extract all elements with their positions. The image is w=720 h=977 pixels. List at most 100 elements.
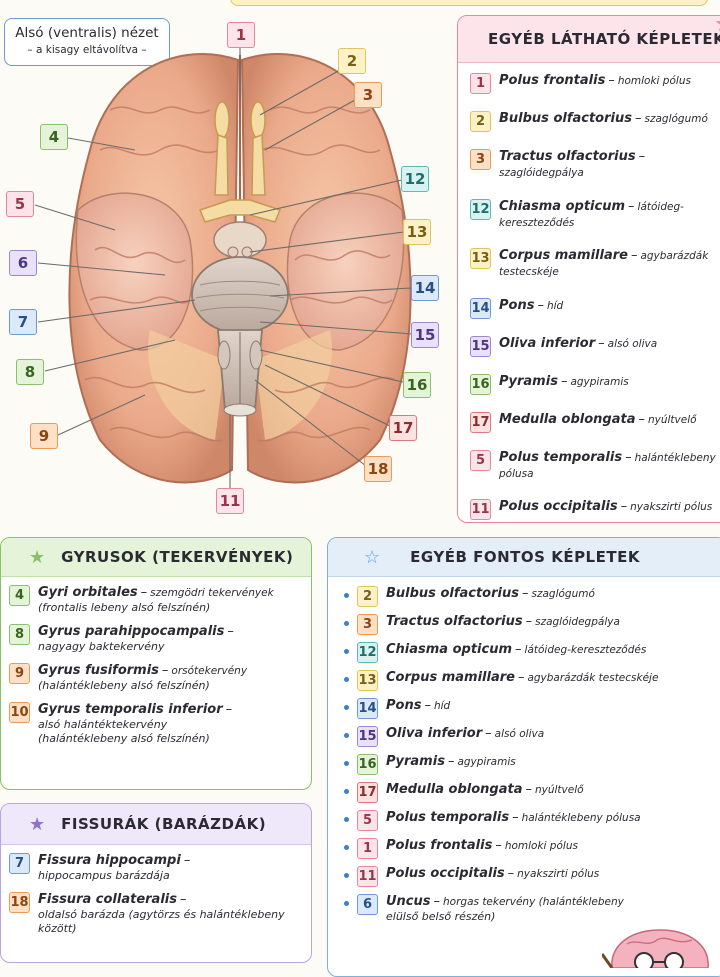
item-latin-name: Polus occipitalis	[499, 499, 618, 514]
item-number: 5	[357, 810, 378, 831]
item-latin-name: Polus frontalis	[499, 73, 606, 88]
dash: –	[179, 892, 187, 907]
item-latin-name: Oliva inferior	[499, 335, 596, 351]
bullet-dot	[344, 845, 349, 850]
item-number: 1	[470, 73, 491, 94]
item-latin-name: Tractus olfactorius	[499, 149, 636, 164]
item-latin-name: Pyramis	[386, 754, 445, 769]
item-latin-name: Medulla oblongata	[386, 782, 523, 797]
item-number: 17	[357, 782, 378, 803]
dash: –	[521, 586, 529, 601]
item-latin-name: Gyrus parahippocampalis	[38, 624, 225, 639]
item-line: Bulbus olfactorius–szaglógumó	[499, 111, 708, 127]
item-extra-line: oldalsó barázda (agytörzs és halántékleb…	[38, 908, 285, 922]
item-line: Corpus mamillare–agybarázdák testecskéje	[499, 248, 720, 281]
item-line: Chiasma opticum–látóideg-kereszteződés	[386, 642, 646, 658]
item-text: Corpus mamillare–agybarázdák testecskéje	[499, 248, 720, 281]
item-line: Pons–híd	[386, 698, 450, 714]
callout-12: 12	[401, 166, 429, 192]
item-latin-name: Polus frontalis	[386, 838, 493, 853]
dash: –	[608, 73, 615, 88]
callout-6: 6	[9, 250, 37, 276]
item-latin-name: Pyramis	[499, 373, 558, 389]
item-line: Fissura collateralis–	[38, 892, 285, 908]
item-number: 12	[470, 198, 491, 220]
item-extra-line: elülső belső részén)	[386, 910, 496, 924]
item-latin-name: Fissura collateralis	[38, 892, 177, 907]
bullet-dot	[344, 733, 349, 738]
item-line: Tractus olfactorius–szaglóidegpálya	[499, 149, 720, 182]
item-latin-name: Bulbus olfactorius	[386, 586, 519, 601]
item-hungarian-name: szaglóidegpálya	[499, 167, 584, 180]
item-line: Gyrus fusiformis–orsótekervény	[38, 663, 247, 679]
item-text: Bulbus olfactorius–szaglógumó	[386, 586, 595, 602]
item-text: Gyrus temporalis inferior–alsó halántékt…	[38, 702, 235, 746]
item-hungarian-name: agybarázdák testecskéje	[499, 250, 709, 279]
item-hungarian-name: orsótekervény	[171, 665, 248, 677]
dash: –	[140, 585, 148, 600]
item-hungarian-name: híd	[433, 700, 451, 712]
dash: –	[625, 449, 632, 465]
item-number: 14	[470, 297, 491, 319]
item-text: Medulla oblongata–nyúltvelő	[499, 412, 697, 428]
dash: –	[495, 838, 502, 853]
item-hungarian-name: nyakszirti pólus	[517, 868, 600, 880]
star-icon: ★	[29, 813, 46, 835]
visible-panel-title: EGYÉB LÁTHATÓ KÉPLETEK	[488, 30, 720, 48]
item-line: Oliva inferior–alsó oliva	[386, 726, 544, 742]
item-number: 11	[470, 499, 491, 520]
item-line: Polus frontalis–homloki pólus	[499, 73, 691, 89]
item-line: Pons–híd	[499, 298, 563, 314]
dash: –	[424, 698, 431, 713]
item-text: Gyrus fusiformis–orsótekervény(halántékl…	[38, 663, 247, 693]
list-item: 14 Pons–híd	[470, 297, 720, 319]
item-text: Tractus olfactorius–szaglóidegpálya	[386, 614, 620, 630]
callout-5: 5	[6, 191, 34, 217]
dash: –	[433, 894, 441, 909]
item-number: 7	[9, 853, 30, 874]
item-text: Polus frontalis–homloki pólus	[386, 838, 578, 854]
item-hungarian-name: horgas tekervény (halántéklebeny	[443, 896, 624, 908]
item-text: Medulla oblongata–nyúltvelő	[386, 782, 584, 798]
bullet-dot	[344, 789, 349, 794]
list-item: 1 Polus frontalis–homloki pólus	[470, 73, 720, 94]
item-line: Gyrus parahippocampalis–	[38, 624, 237, 640]
callout-1: 1	[227, 22, 255, 48]
item-text: Polus temporalis–halántéklebeny pólusa	[499, 450, 720, 483]
bullet-dot	[344, 873, 349, 878]
dash: –	[638, 411, 645, 427]
dash: –	[225, 702, 233, 717]
brain-mascot-icon	[602, 929, 709, 968]
callout-11: 11	[216, 488, 244, 514]
item-latin-name: Chiasma opticum	[386, 642, 513, 657]
callout-4: 4	[40, 124, 68, 150]
dash: –	[560, 373, 568, 389]
dash: –	[628, 198, 635, 214]
item-hungarian-name: híd	[546, 299, 564, 312]
dash: –	[227, 624, 234, 639]
item-latin-name: Polus temporalis	[386, 810, 510, 825]
callout-7: 7	[9, 309, 37, 335]
other-panel-header: ☆ EGYÉB FONTOS KÉPLETEK	[328, 538, 720, 577]
dash: –	[525, 614, 533, 629]
item-latin-name: Chiasma opticum	[499, 198, 626, 214]
item-number: 6	[357, 894, 378, 915]
item-line: Polus frontalis–homloki pólus	[386, 838, 578, 854]
item-number: 11	[357, 866, 378, 887]
item-line: Polus temporalis–halántéklebeny pólusa	[386, 810, 641, 826]
gyrus-panel-title: GYRUSOK (TEKERVÉNYEK)	[61, 548, 294, 566]
